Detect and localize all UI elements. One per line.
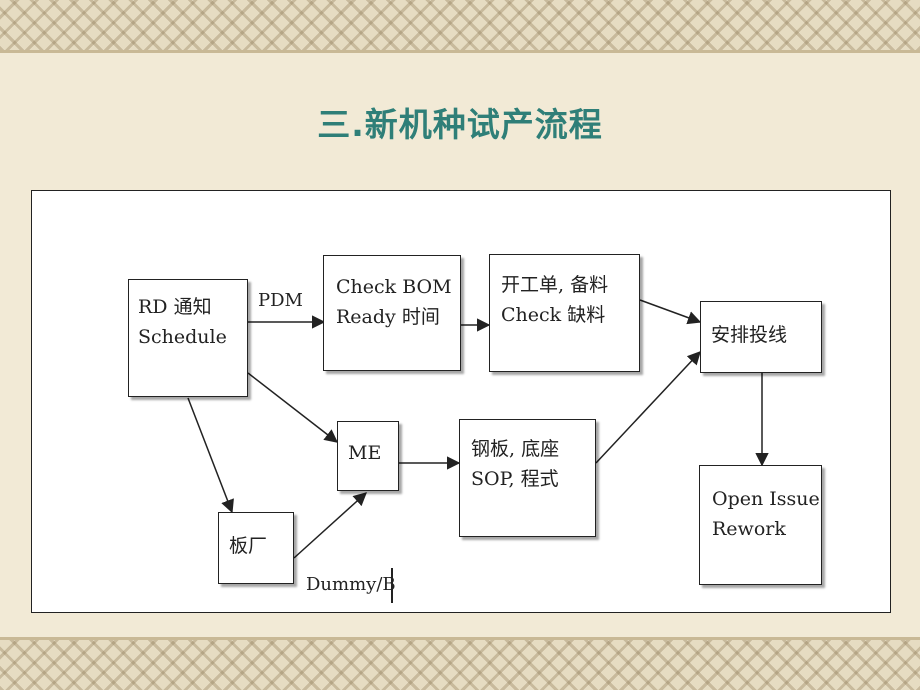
node-rd-notice: RD 通知 Schedule [128, 279, 248, 397]
node-board-factory-label: 板厂 [229, 535, 268, 557]
slide-title: 三.新机种试产流程 [317, 105, 603, 144]
bottom-decorative-border [0, 640, 920, 690]
arrow-steel-to-arrange [595, 351, 701, 464]
node-arrange-line-label: 安排投线 [711, 324, 788, 346]
node-check-bom-line2: Ready 时间 [336, 306, 440, 329]
node-open-issue-line1: Open Issue [712, 488, 820, 510]
top-border-edge [0, 50, 920, 53]
node-open-issue-line2: Rework [712, 518, 786, 541]
top-decorative-border [0, 0, 920, 50]
arrow-board-to-me [293, 492, 368, 559]
arrow-rd-to-me [247, 372, 339, 443]
edge-label-dummy: Dummy/B [306, 574, 396, 595]
node-me: ME [337, 421, 399, 491]
bottom-border-edge [0, 637, 920, 640]
arrow-rd-to-board [187, 397, 234, 514]
node-open-issue: Open Issue Rework [699, 465, 822, 585]
node-board-factory: 板厂 [218, 512, 294, 584]
node-rd-notice-line1: RD 通知 [138, 296, 212, 318]
node-check-bom-line1: Check BOM [336, 276, 452, 298]
arrow-workorder-to-arrange [639, 299, 702, 325]
node-work-order-line2: Check 缺料 [501, 304, 606, 327]
node-steel-plate-line2: SOP, 程式 [471, 468, 559, 491]
node-work-order: 开工单, 备料 Check 缺料 [489, 254, 640, 372]
edge-label-pdm: PDM [258, 290, 303, 311]
node-work-order-line1: 开工单, 备料 [501, 274, 609, 296]
node-rd-notice-line2: Schedule [138, 326, 227, 349]
node-arrange-line: 安排投线 [700, 301, 822, 373]
node-check-bom: Check BOM Ready 时间 [323, 255, 461, 371]
node-steel-plate-line1: 钢板, 底座 [471, 438, 560, 460]
node-me-label: ME [348, 442, 382, 464]
node-steel-plate: 钢板, 底座 SOP, 程式 [459, 419, 596, 537]
